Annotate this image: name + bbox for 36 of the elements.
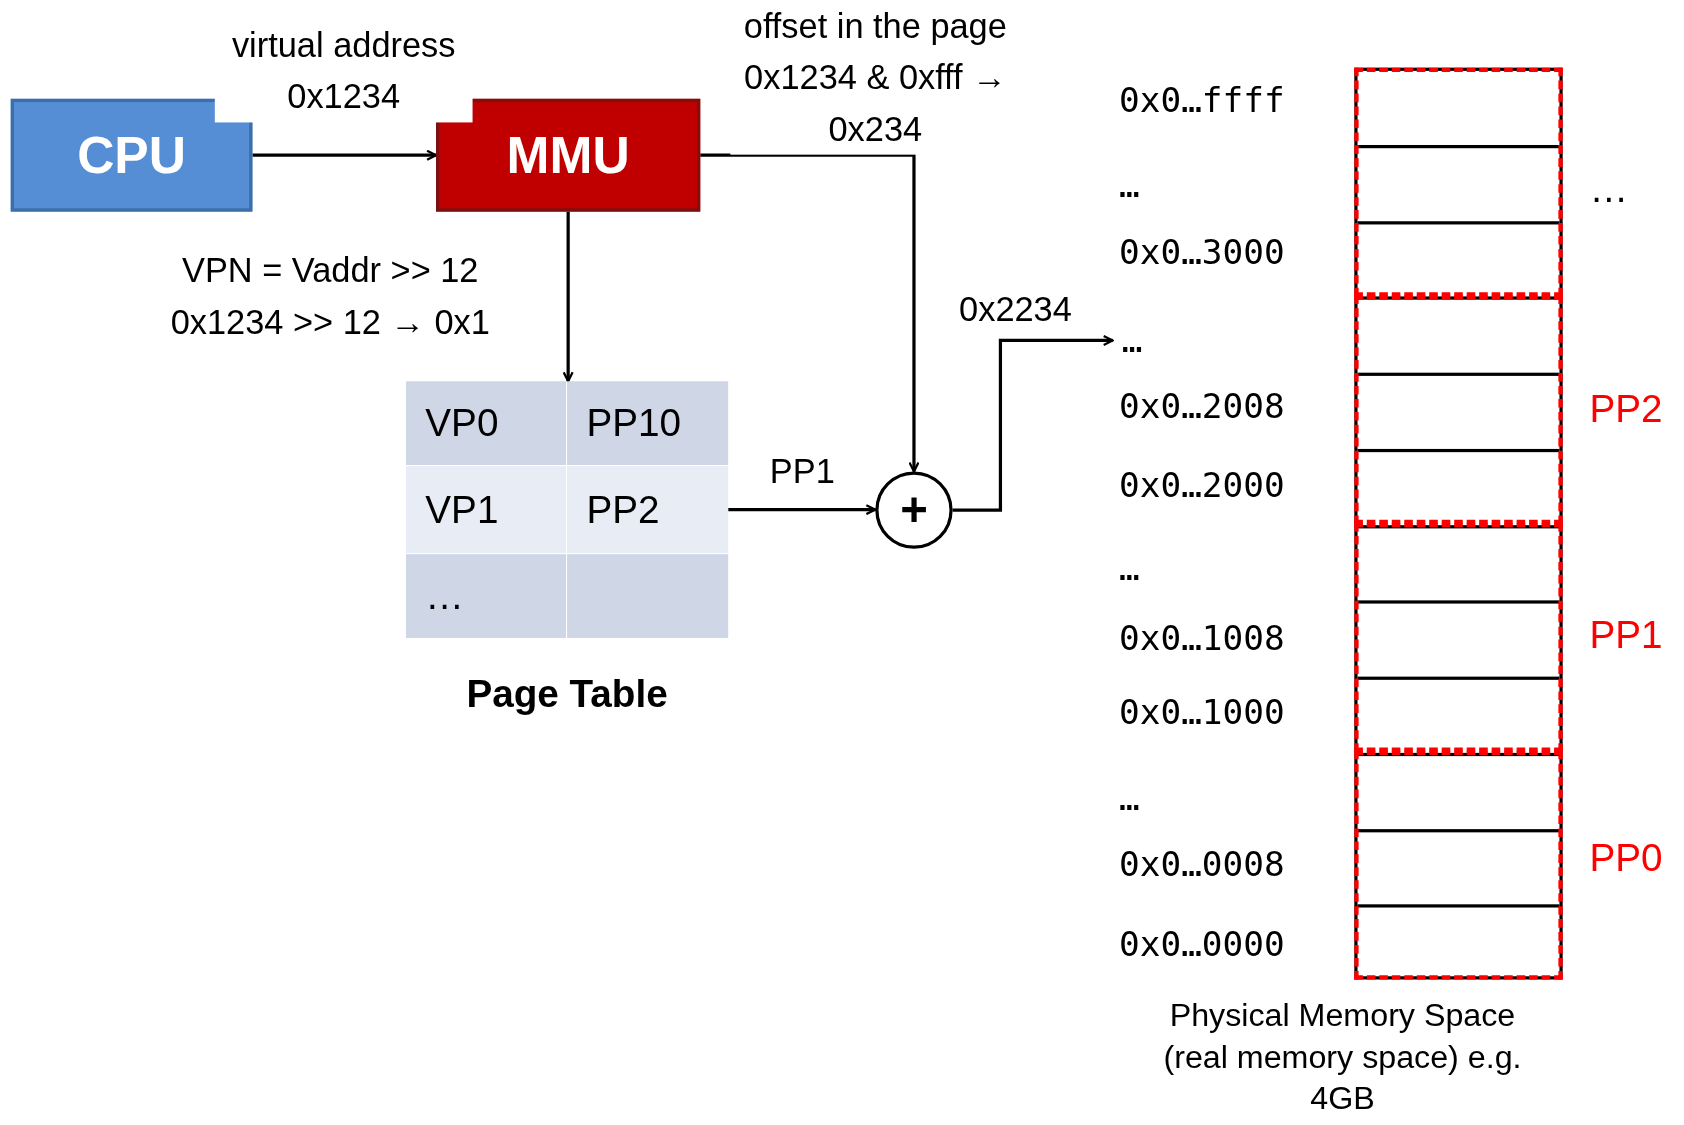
table-cell: PP2 <box>567 466 729 554</box>
mmu-box: MMU <box>436 98 701 212</box>
arrow <box>562 211 574 383</box>
page-label: PP1 <box>1589 612 1663 658</box>
table-cell: … <box>405 554 566 638</box>
address-text: 0x0…0008 <box>1119 844 1285 885</box>
page-label: PP2 <box>1589 386 1663 432</box>
address-text: … <box>1119 777 1140 819</box>
address-text: 0x0…3000 <box>1119 232 1285 273</box>
page-region <box>1354 67 1563 297</box>
table-cell: VP0 <box>405 381 566 466</box>
page-region <box>1354 750 1563 980</box>
arrow <box>252 149 438 161</box>
table-title: Page Table <box>465 671 669 717</box>
address-text: 0x0…1000 <box>1119 691 1285 733</box>
arrow <box>952 334 1114 512</box>
page-label: … <box>1589 166 1629 212</box>
address-text: 0x0…ffff <box>1119 79 1285 121</box>
cpu-box: CPU <box>10 98 253 212</box>
arrow <box>728 504 877 516</box>
address-text: 0x0…2000 <box>1119 465 1285 506</box>
arrow <box>700 153 920 473</box>
page-region <box>1354 523 1563 752</box>
adder-circle: + <box>875 471 953 549</box>
address-text: 0x0…1008 <box>1119 617 1285 659</box>
memory-caption: Physical Memory Space (real memory space) e.g. 4GB <box>1162 995 1523 1118</box>
address-text: … <box>1119 164 1140 206</box>
table-cell <box>567 554 729 638</box>
table-cell: PP10 <box>567 381 729 466</box>
address-text: … <box>1112 322 1152 359</box>
table-cell: VP1 <box>405 466 566 554</box>
address-text: … <box>1119 547 1140 589</box>
page-label: PP0 <box>1589 835 1663 881</box>
address-text: 0x0…0000 <box>1119 923 1285 965</box>
page-region <box>1354 295 1563 525</box>
address-text: 0x0…2008 <box>1119 385 1285 427</box>
